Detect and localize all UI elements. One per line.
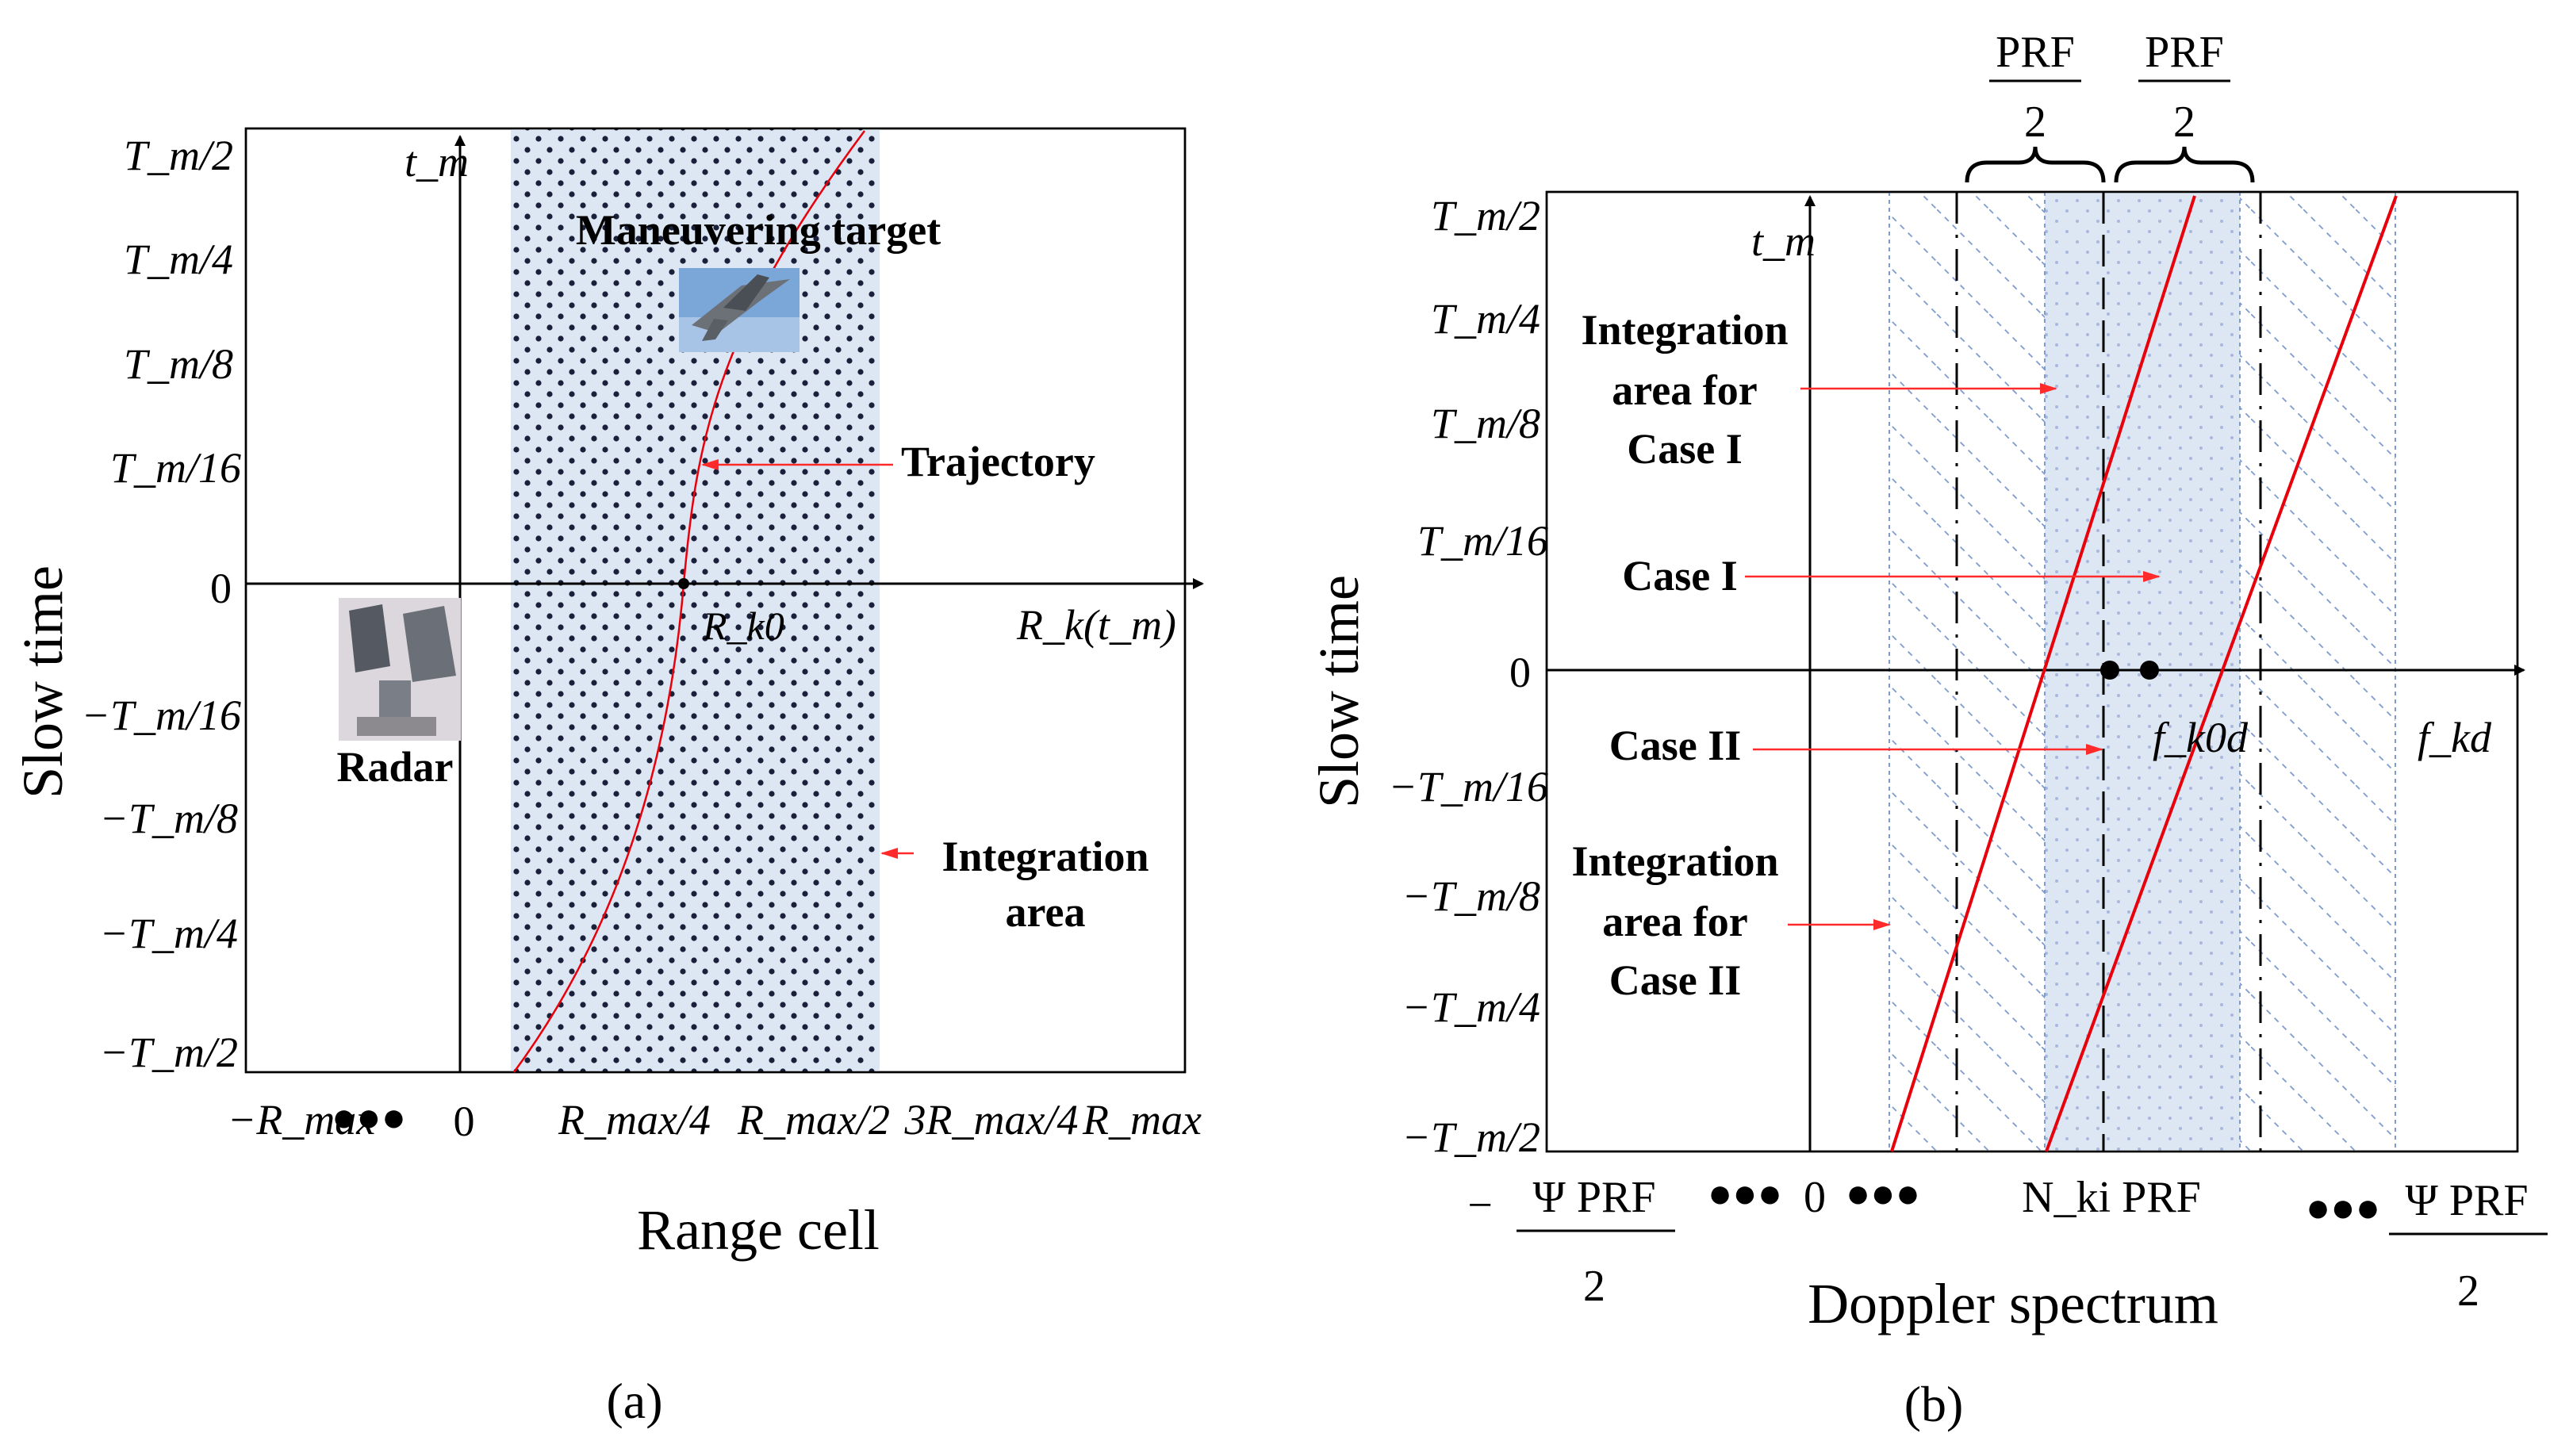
ellipsis-dots: ●●● xyxy=(1708,1171,1782,1217)
x-tick-label: − xyxy=(1467,1181,1493,1230)
caption-a: (a) xyxy=(606,1373,662,1429)
x-axis-title-a: Range cell xyxy=(637,1198,880,1262)
x-tick-label: R_max/2 xyxy=(737,1096,890,1144)
y-tick-label: T_m/16 xyxy=(1417,517,1548,565)
point-label-rk0: R_k0 xyxy=(702,603,784,648)
prf-brace-right xyxy=(2114,146,2255,183)
x-tick-label: 3R_max/4 xyxy=(904,1096,1079,1144)
y-tick-label: T_m/8 xyxy=(1431,400,1540,447)
x-tick-label: 2 xyxy=(2457,1266,2479,1316)
label-integration-area: Integration xyxy=(942,833,1149,880)
y-tick-label: T_m/4 xyxy=(124,236,233,283)
y-tick-label: T_m/2 xyxy=(124,132,233,179)
x-tick-label: R_max xyxy=(1082,1096,1202,1144)
y-tick-label: −T_m/2 xyxy=(1402,1113,1540,1161)
y-tick-label: −T_m/4 xyxy=(100,910,238,957)
x-tick-label: 0 xyxy=(1804,1173,1826,1222)
case-i-line xyxy=(2045,195,2398,1152)
ellipsis-dots: ●●● xyxy=(332,1095,406,1140)
y-tick-label: T_m/16 xyxy=(110,444,241,492)
point-fk0d xyxy=(2140,661,2159,680)
x-tick-label: R_max/4 xyxy=(558,1096,711,1144)
x-tick-label: −R_max xyxy=(228,1096,375,1144)
ellipsis-dots: ●●● xyxy=(1846,1171,1920,1217)
y-tick-label: −T_m/4 xyxy=(1402,983,1540,1031)
y-tick-label: T_m/2 xyxy=(1431,192,1540,239)
brace-label-prf: PRF xyxy=(1996,28,2075,77)
y-tick-label: 0 xyxy=(1509,649,1531,696)
x-ticks-a: −R_max ●●● 0 R_max/4 R_max/2 3R_max/4 R_… xyxy=(228,1095,1202,1145)
label-integration-case2-2: area for xyxy=(1602,898,1747,945)
y-tick-label: −T_m/16 xyxy=(82,692,241,739)
x-tick-label: 0 xyxy=(454,1098,475,1145)
label-case2: Case II xyxy=(1609,722,1742,769)
point-rk0 xyxy=(678,578,689,589)
ellipsis-dots: ●●● xyxy=(2306,1186,2380,1231)
y-tick-label: −T_m/8 xyxy=(1402,872,1540,920)
prf-brace-left xyxy=(1965,146,2106,183)
label-integration-case1-2: area for xyxy=(1612,366,1757,414)
brace-label-2: 2 xyxy=(2173,98,2195,147)
y-ticks-b: T_m/2 T_m/4 T_m/8 T_m/16 0 −T_m/16 −T_m/… xyxy=(1389,192,1548,1161)
label-maneuvering-target: Maneuvering target xyxy=(576,206,941,254)
panel-b: PRF 2 PRF 2 T_m/2 T_m/4 T_m/8 T_m/16 0 −… xyxy=(1307,28,2548,1432)
y-ticks-a: T_m/2 T_m/4 T_m/8 T_m/16 0 −T_m/16 −T_m/… xyxy=(82,132,241,1076)
brace-label-prf: PRF xyxy=(2145,28,2224,77)
label-integration-case2-3: Case II xyxy=(1609,956,1742,1004)
brace-label-2: 2 xyxy=(2024,98,2046,147)
y-axis-title-b: Slow time xyxy=(1307,575,1371,808)
label-integration-case1-1: Integration xyxy=(1582,306,1789,354)
y-tick-label: −T_m/2 xyxy=(100,1029,238,1076)
hatch-region-right xyxy=(2240,192,2395,1151)
axis-label-rk-a: R_k(t_m) xyxy=(1016,601,1176,649)
point-fk0d-left xyxy=(2100,661,2119,680)
label-case1: Case I xyxy=(1622,552,1738,600)
radar-icon xyxy=(339,598,461,741)
x-tick-label: Ψ PRF xyxy=(1533,1173,1656,1222)
y-tick-label: 0 xyxy=(210,565,232,612)
y-axis-title-a: Slow time xyxy=(11,565,75,799)
axis-label-tm-a: t_m xyxy=(405,138,469,186)
aircraft-icon xyxy=(679,268,800,352)
label-integration-case1-3: Case I xyxy=(1627,425,1743,473)
panel-a: T_m/2 T_m/4 T_m/8 T_m/16 0 −T_m/16 −T_m/… xyxy=(11,127,1204,1429)
y-tick-label: T_m/4 xyxy=(1431,295,1540,343)
x-tick-label: 2 xyxy=(1583,1262,1605,1311)
x-tick-label: Ψ PRF xyxy=(2406,1176,2529,1225)
label-radar: Radar xyxy=(337,743,454,791)
x-tick-label: N_ki PRF xyxy=(2022,1173,2201,1222)
label-integration-area-2: area xyxy=(1006,888,1086,936)
case-ii-line xyxy=(1890,195,2196,1152)
axis-label-tm-b: t_m xyxy=(1751,217,1816,265)
point-label-fk0d: f_k0d xyxy=(2153,714,2249,761)
x-ticks-b: − Ψ PRF 2 ●●● 0 ●●● N_ki PRF ●●● Ψ PRF 2 xyxy=(1467,1171,2548,1316)
x-axis-title-b: Doppler spectrum xyxy=(1808,1272,2218,1335)
y-tick-label: T_m/8 xyxy=(124,340,233,388)
caption-b: (b) xyxy=(1904,1376,1964,1432)
label-integration-case2-1: Integration xyxy=(1572,837,1779,885)
y-tick-label: −T_m/16 xyxy=(1389,763,1548,810)
axis-label-fkd: f_kd xyxy=(2418,714,2492,761)
hatch-region-left xyxy=(1889,192,2045,1151)
label-trajectory: Trajectory xyxy=(901,438,1095,485)
y-tick-label: −T_m/8 xyxy=(100,795,238,842)
